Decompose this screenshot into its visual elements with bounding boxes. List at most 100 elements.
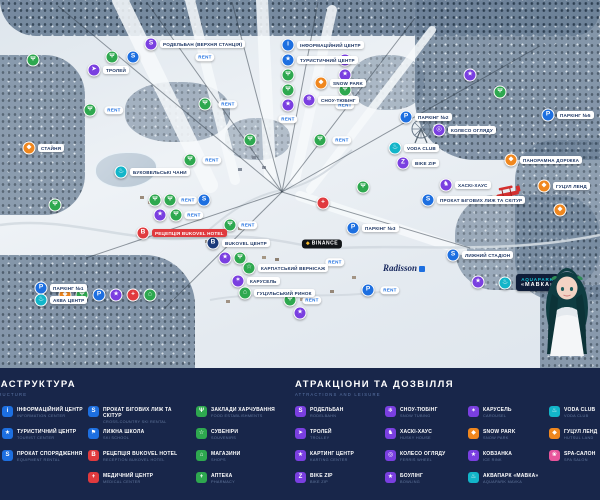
map-label[interactable]: БУКОВЕЛЬСЬКІ ЧАНИ xyxy=(130,167,190,177)
map-label[interactable]: ЛИЖНИЙ СТАДІОН xyxy=(462,250,514,260)
rent-badge[interactable]: RENT xyxy=(195,53,215,61)
map-label[interactable]: РОДЕЛЬБАН (ВЕРХНЯ СТАНЦІЯ) xyxy=(160,39,246,49)
ski-rental-icon[interactable]: S xyxy=(446,248,460,262)
activity-icon[interactable]: ◆ xyxy=(314,76,328,90)
water-leisure-icon[interactable]: ♨ xyxy=(388,141,402,155)
water-leisure-icon[interactable]: ♨ xyxy=(114,165,128,179)
rent-badge[interactable]: RENT xyxy=(335,101,355,109)
activity-icon[interactable]: ◆ xyxy=(553,203,567,217)
map-label[interactable]: ХАСКІ-ХАУС xyxy=(455,180,491,190)
food-icon[interactable]: Ψ xyxy=(233,251,247,265)
attraction-icon[interactable]: ★ xyxy=(109,288,123,302)
map-label[interactable]: BUKOVEL ЦЕНТР xyxy=(222,238,270,248)
food-icon[interactable]: Ψ xyxy=(83,103,97,117)
map-label[interactable]: ТРОЛЕЙ xyxy=(103,65,130,75)
rent-badge[interactable]: RENT xyxy=(202,156,222,164)
attraction-icon[interactable]: ★ xyxy=(293,306,307,320)
map-label[interactable]: РЕЦЕПЦІЯ BUKOVEL HOTEL xyxy=(152,228,227,238)
food-icon[interactable]: Ψ xyxy=(281,68,295,82)
ski-rental-icon[interactable]: S xyxy=(126,50,140,64)
food-icon[interactable]: Ψ xyxy=(223,218,237,232)
rodelbahn-icon[interactable]: S xyxy=(144,37,158,51)
hotel-reception-icon[interactable]: B xyxy=(136,226,150,240)
activity-icon[interactable]: ◆ xyxy=(22,141,36,155)
shop-icon[interactable]: ⌂ xyxy=(143,288,157,302)
rent-badge[interactable]: RENT xyxy=(302,296,322,304)
attraction-icon[interactable]: ★ xyxy=(471,275,485,289)
attraction-icon[interactable]: ★ xyxy=(153,208,167,222)
parking-icon[interactable]: P xyxy=(361,283,375,297)
ski-rental-icon[interactable]: S xyxy=(421,193,435,207)
attraction-icon[interactable]: ★ xyxy=(281,98,295,112)
aquapark-mavka-badge[interactable]: AQUAPARK «МАВКА» xyxy=(516,274,559,292)
food-icon[interactable]: Ψ xyxy=(48,198,62,212)
map-label[interactable]: ГУЦУЛ ЛЕНД xyxy=(553,181,590,191)
water-leisure-icon[interactable]: ♨ xyxy=(34,293,48,307)
map-label[interactable]: СТАЙНЯ xyxy=(38,143,65,153)
binance-badge[interactable]: ◆ BINANCE xyxy=(301,239,343,249)
map-label[interactable]: ПАРКІНГ №1 xyxy=(50,283,87,293)
map-label[interactable]: ПАРКІНГ №2 xyxy=(415,112,452,122)
map-label[interactable]: ТУРИСТИЧНИЙ ЦЕНТР xyxy=(297,55,358,65)
rent-badge[interactable]: RENT xyxy=(218,100,238,108)
trolley-zipline-icon[interactable]: ➤ xyxy=(87,63,101,77)
food-icon[interactable]: Ψ xyxy=(281,83,295,97)
rent-badge[interactable]: RENT xyxy=(380,286,400,294)
water-leisure-icon[interactable]: ♨ xyxy=(498,276,512,290)
food-icon[interactable]: Ψ xyxy=(356,180,370,194)
shop-icon[interactable]: ⌂ xyxy=(238,286,252,300)
rent-badge[interactable]: RENT xyxy=(178,196,198,204)
ferris-wheel-icon[interactable]: ◎ xyxy=(432,123,446,137)
map-label[interactable]: ПАРКІНГ №3 xyxy=(362,223,399,233)
map-label[interactable]: SNOW PARK xyxy=(330,78,367,88)
rent-badge[interactable]: RENT xyxy=(325,258,345,266)
map-label[interactable]: ІНФОРМАЦІЙНИЙ ЦЕНТР xyxy=(297,40,364,50)
food-icon[interactable]: Ψ xyxy=(26,53,40,67)
map-label[interactable]: BIKE ZIP xyxy=(412,158,439,168)
medical-cross-icon[interactable]: + xyxy=(126,288,140,302)
rent-badge[interactable]: RENT xyxy=(104,106,124,114)
parking-icon[interactable]: P xyxy=(92,288,106,302)
rent-badge[interactable]: RENT xyxy=(278,115,298,123)
attraction-icon[interactable]: ★ xyxy=(463,68,477,82)
attraction-icon[interactable]: ★ xyxy=(218,251,232,265)
rent-badge[interactable]: RENT xyxy=(332,136,352,144)
map-label[interactable]: АКВА ЦЕНТР xyxy=(50,295,88,305)
rent-badge[interactable]: RENT xyxy=(184,211,204,219)
map-label[interactable]: КАРУСЕЛЬ xyxy=(247,276,280,286)
parking-icon[interactable]: P xyxy=(399,110,413,124)
food-icon[interactable]: Ψ xyxy=(105,50,119,64)
food-icon[interactable]: Ψ xyxy=(313,133,327,147)
food-icon[interactable]: Ψ xyxy=(198,97,212,111)
food-icon[interactable]: Ψ xyxy=(243,133,257,147)
food-icon[interactable]: Ψ xyxy=(493,85,507,99)
map-label[interactable]: КАРПАТСЬКИЙ ВЕРНІСАЖ xyxy=(258,263,329,273)
map-label[interactable]: СНОУ-ТЮБІНГ xyxy=(318,95,359,105)
map-label[interactable]: VODA CLUB xyxy=(404,143,439,153)
food-icon[interactable]: Ψ xyxy=(169,208,183,222)
ski-rental-icon[interactable]: S xyxy=(197,193,211,207)
parking-icon[interactable]: P xyxy=(541,108,555,122)
bukovel-center-icon[interactable]: B xyxy=(206,236,220,250)
tourist-center-icon[interactable]: ★ xyxy=(281,53,295,67)
map-label[interactable]: ПАНОРАМНА ДОРІЖКА xyxy=(520,155,583,165)
snow-tubing-icon[interactable]: ❄ xyxy=(302,93,316,107)
activity-icon[interactable]: ◆ xyxy=(537,179,551,193)
medical-cross-icon[interactable]: + xyxy=(316,196,330,210)
food-icon[interactable]: Ψ xyxy=(183,153,197,167)
souvenir-icon[interactable]: ☆ xyxy=(242,261,256,275)
map-label[interactable]: ПРОКАТ БІГОВИХ ЛИЖ ТА СКІТУР xyxy=(437,195,526,205)
husky-house-icon[interactable]: ♞ xyxy=(439,178,453,192)
map-label[interactable]: КОЛЕСО ОГЛЯДУ xyxy=(448,125,496,135)
map-label[interactable]: ГУЦУЛЬСЬКИЙ РИНОК xyxy=(254,288,315,298)
parking-icon[interactable]: P xyxy=(346,221,360,235)
radisson-logo[interactable]: Radisson xyxy=(383,264,426,273)
info-icon[interactable]: i xyxy=(281,38,295,52)
bike-zip-icon[interactable]: Z xyxy=(396,156,410,170)
rent-badge[interactable]: RENT xyxy=(238,221,258,229)
carousel-icon[interactable]: ✶ xyxy=(231,274,245,288)
food-icon[interactable]: Ψ xyxy=(148,193,162,207)
activity-icon[interactable]: ◆ xyxy=(504,153,518,167)
food-icon[interactable]: Ψ xyxy=(163,193,177,207)
